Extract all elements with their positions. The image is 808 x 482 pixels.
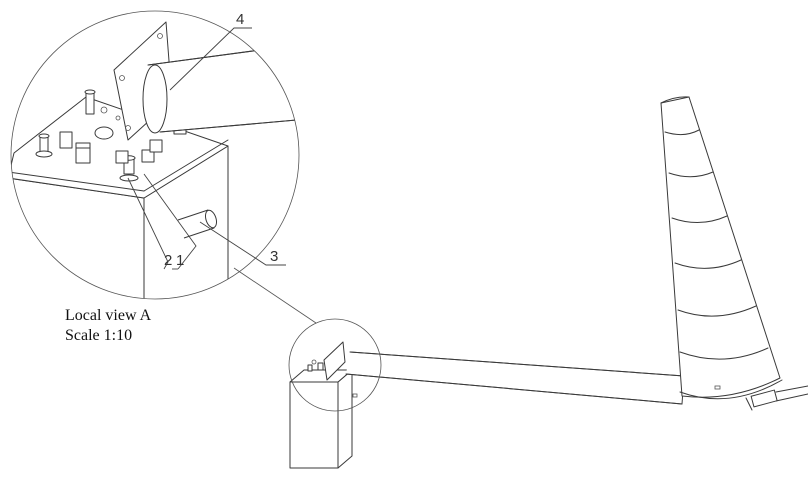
callout-1: 1 bbox=[143, 173, 197, 270]
board-components bbox=[59, 106, 187, 164]
view-caption: Local view A bbox=[65, 307, 152, 324]
large-tube bbox=[142, 41, 299, 134]
tapered-tower bbox=[660, 96, 783, 400]
base-flange-plate bbox=[323, 341, 346, 381]
callout-3: 3 bbox=[199, 221, 286, 266]
detail-leader bbox=[233, 267, 317, 324]
arm-tube bbox=[345, 351, 685, 405]
callout-2: 2 bbox=[127, 177, 172, 270]
callout-4: 4 bbox=[169, 11, 252, 91]
short-pipe bbox=[177, 209, 218, 239]
scale-caption: Scale 1:10 bbox=[65, 327, 133, 344]
end-fitting bbox=[745, 385, 808, 411]
detail-circle-a bbox=[288, 318, 382, 412]
local-view-a bbox=[10, 10, 300, 300]
callout-number-3: 3 bbox=[270, 248, 278, 265]
base-box bbox=[289, 369, 358, 469]
callout-number-1: 1 bbox=[176, 252, 184, 269]
callout-number-2: 2 bbox=[164, 252, 172, 269]
terminal-studs bbox=[35, 89, 139, 182]
view-a-circle bbox=[10, 10, 300, 300]
callout-number-4: 4 bbox=[236, 11, 244, 28]
main-assembly bbox=[288, 318, 685, 469]
